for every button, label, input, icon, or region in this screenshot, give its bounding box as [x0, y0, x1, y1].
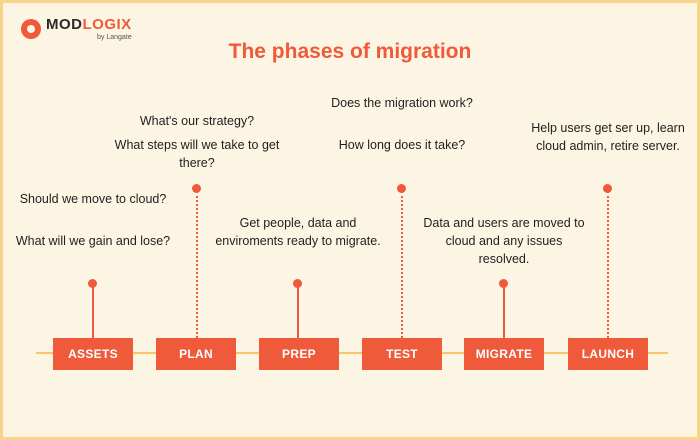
phase-test: TEST: [362, 338, 442, 370]
timeline-line: [36, 352, 668, 354]
test-question-1: Does the migration work?: [331, 96, 473, 110]
launch-stem: [607, 191, 609, 338]
test-dot: [397, 184, 406, 193]
plan-question-2: What steps will we take to get there?: [114, 138, 280, 170]
logo-icon: [21, 19, 41, 39]
launch-question-1: Help users get ser up, learn cloud admin…: [531, 121, 685, 153]
assets-question-1: Should we move to cloud?: [19, 192, 167, 206]
diagram-title: The phases of migration: [228, 40, 472, 63]
phase-migrate: MIGRATE: [464, 338, 544, 370]
logo-tagline: by Langate: [97, 34, 132, 41]
assets-question-2: What will we gain and lose?: [15, 234, 171, 248]
prep-question-1: Get people, data and enviroments ready t…: [215, 216, 381, 248]
launch-dot: [603, 184, 612, 193]
logo: MODLOGIX by Langate: [21, 17, 132, 41]
phase-launch: LAUNCH: [568, 338, 648, 370]
phase-plan: PLAN: [156, 338, 236, 370]
test-stem: [401, 191, 403, 338]
migrate-stem: [503, 285, 505, 338]
prep-dot: [293, 279, 302, 288]
prep-stem: [297, 285, 299, 338]
phase-assets: ASSETS: [53, 338, 133, 370]
test-question-2: How long does it take?: [338, 138, 466, 152]
migrate-question-1: Data and users are moved to cloud and an…: [423, 216, 585, 266]
logo-name: MODLOGIX: [46, 16, 132, 33]
assets-dot: [88, 279, 97, 288]
migrate-dot: [499, 279, 508, 288]
phase-prep: PREP: [259, 338, 339, 370]
assets-stem: [92, 285, 94, 338]
plan-dot: [192, 184, 201, 193]
plan-stem: [196, 191, 198, 338]
plan-question-1: What's our strategy?: [139, 114, 255, 128]
